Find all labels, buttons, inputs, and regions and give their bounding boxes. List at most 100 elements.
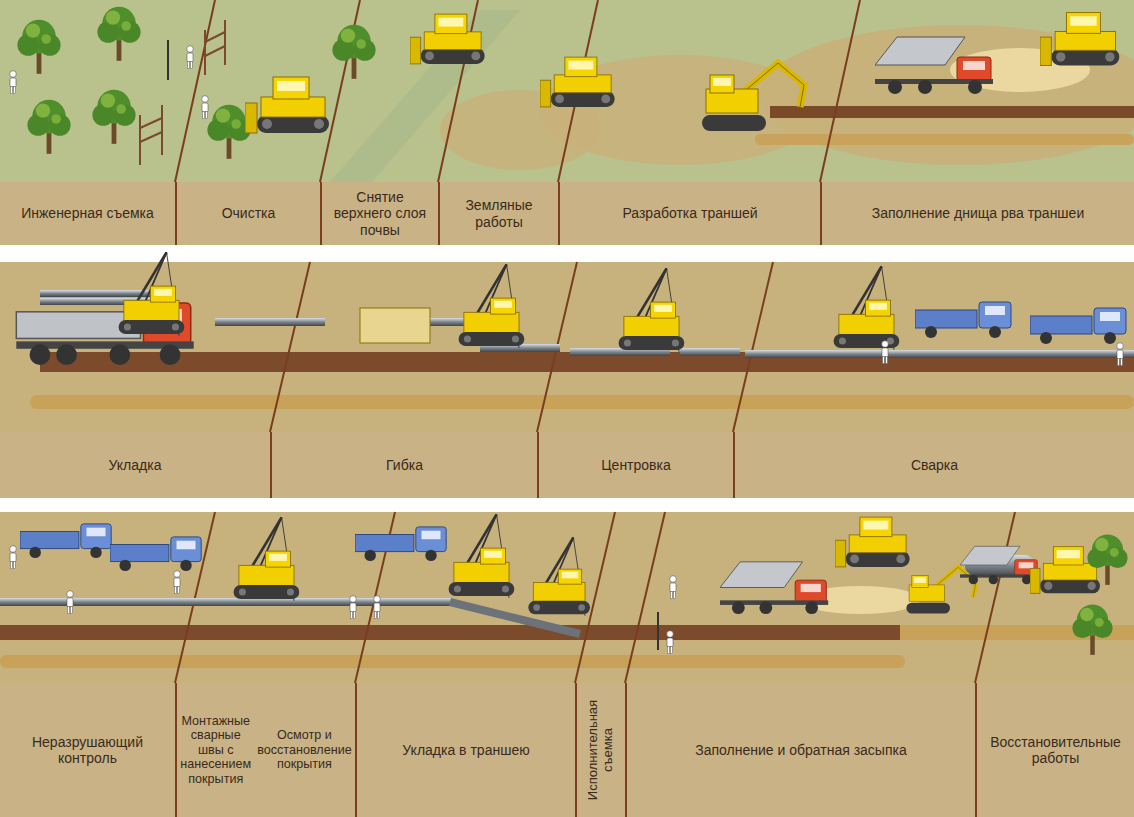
section-dividers-3-part	[625, 512, 665, 683]
machines-3-part	[1087, 534, 1127, 584]
ground-strip-1-part	[770, 106, 1134, 118]
stage-label: Заполнение днища рва траншеи	[872, 205, 1084, 221]
pipes-2	[40, 290, 1134, 358]
machines-3-part	[835, 517, 910, 567]
machines-3-part	[234, 517, 300, 601]
stage-cell: Очистка	[175, 182, 320, 245]
ground-strip-1-part	[330, 10, 520, 182]
stage-cell: Заполнение днища рва траншеи	[820, 182, 1134, 245]
stage-label: Восстановительные работы	[983, 734, 1128, 766]
workers-part	[10, 546, 17, 569]
ground-strip-3-part	[0, 625, 900, 640]
ground-strip-1-part	[755, 134, 1134, 145]
surveyors-part	[202, 96, 209, 119]
section-dividers-1	[175, 0, 860, 182]
fence-part	[161, 105, 163, 155]
machines-2-part	[459, 264, 525, 348]
fence	[140, 20, 225, 165]
machines-2-part	[360, 308, 430, 343]
workers-part	[657, 612, 659, 650]
ground-strip-3-part	[0, 655, 905, 668]
machines-1-part	[540, 57, 615, 107]
fence-part	[205, 46, 225, 56]
machines-2-part	[619, 268, 685, 352]
stage-label: Земляные работы	[446, 197, 552, 229]
stage-label: Сварка	[911, 457, 958, 473]
machines-3	[20, 514, 1128, 655]
surveyors-part	[10, 71, 17, 94]
workers-part	[350, 596, 357, 619]
machines-1-part	[1040, 13, 1119, 66]
section-dividers-2-part	[270, 262, 310, 432]
stage-label: Центровка	[601, 457, 671, 473]
stage-cell: Заполнение и обратная засыпка	[625, 683, 975, 817]
trees-part	[17, 20, 60, 74]
stage-label: Гибка	[386, 457, 423, 473]
stage-cell: Земляные работы	[438, 182, 558, 245]
machines-2-part	[119, 252, 185, 336]
machines-1-part	[245, 77, 329, 133]
machines-3-part	[110, 537, 201, 571]
machines-2-part	[1030, 308, 1126, 344]
stage-cell: Укладка в траншею	[355, 683, 575, 817]
workers-part	[667, 631, 674, 654]
workers-part	[670, 576, 677, 599]
ground-strip-3	[0, 512, 1134, 683]
surveyors	[10, 40, 209, 119]
section-dividers-2	[270, 262, 773, 432]
section-dividers-1-part	[175, 0, 215, 182]
stage-cell: Исполнительная съемка	[575, 683, 625, 817]
stage-label: Укладка в траншею	[402, 742, 529, 758]
stage-cell: Разработка траншей	[558, 182, 820, 245]
ground-strip-2-part	[30, 395, 1134, 409]
fence-part	[140, 132, 162, 142]
stage-label: Исполнительная съемка	[586, 690, 616, 810]
machines-2	[16, 252, 1126, 365]
stage-label: Осмотр и восстановление покрытия	[257, 728, 351, 771]
workers-part	[174, 571, 181, 594]
workers-part	[67, 591, 74, 614]
stage-label: Разработка траншей	[622, 205, 757, 221]
machines-3-part	[528, 538, 590, 616]
section-dividers-1-part	[820, 0, 860, 182]
fence-part	[224, 20, 226, 65]
machines-2-part	[834, 266, 900, 350]
fence-part	[140, 118, 162, 128]
trees-part	[27, 100, 70, 154]
surveyors-part	[187, 46, 194, 69]
machines-3-part	[20, 524, 111, 558]
stage-cell: Восстановительные работы	[975, 683, 1134, 817]
stage-label: Заполнение и обратная засыпка	[695, 742, 906, 758]
pipes-2-part	[745, 350, 1134, 358]
workers-part	[374, 596, 381, 619]
machines-1-part	[875, 37, 993, 94]
stage-cell: Центровка	[537, 432, 733, 498]
trees-part	[92, 90, 135, 144]
trees-part	[207, 105, 250, 159]
stage-cell: Укладка	[0, 432, 270, 498]
machines-3-part	[449, 514, 515, 598]
trees-part	[97, 7, 140, 61]
section-dividers-3	[175, 512, 1015, 683]
stage-cell: Монтажные сварные швы с нанесением покры…	[175, 683, 355, 817]
machines-3-part	[906, 567, 976, 613]
stage-cell: Инженерная съемка	[0, 182, 175, 245]
surveyors-part	[167, 40, 169, 80]
trees	[17, 7, 375, 159]
workers	[10, 546, 677, 654]
stage-label: Инженерная съемка	[21, 205, 154, 221]
stage-label: Неразрушающий контроль	[6, 734, 169, 766]
machines-1-part	[410, 14, 485, 64]
machines-1-part	[702, 63, 804, 131]
stage-cell: Неразрушающий контроль	[0, 683, 175, 817]
fence-part	[139, 115, 141, 165]
machines-1	[245, 13, 1119, 133]
machines-2-part	[882, 341, 889, 364]
machines-2-part	[1117, 343, 1124, 366]
section-dividers-3-part	[975, 512, 1015, 683]
machines-3-part	[1072, 604, 1112, 654]
ground-strip-1	[0, 0, 1134, 182]
stage-label: Очистка	[222, 205, 276, 221]
pipes-2-part	[215, 318, 325, 326]
machines-2-part	[915, 302, 1011, 338]
